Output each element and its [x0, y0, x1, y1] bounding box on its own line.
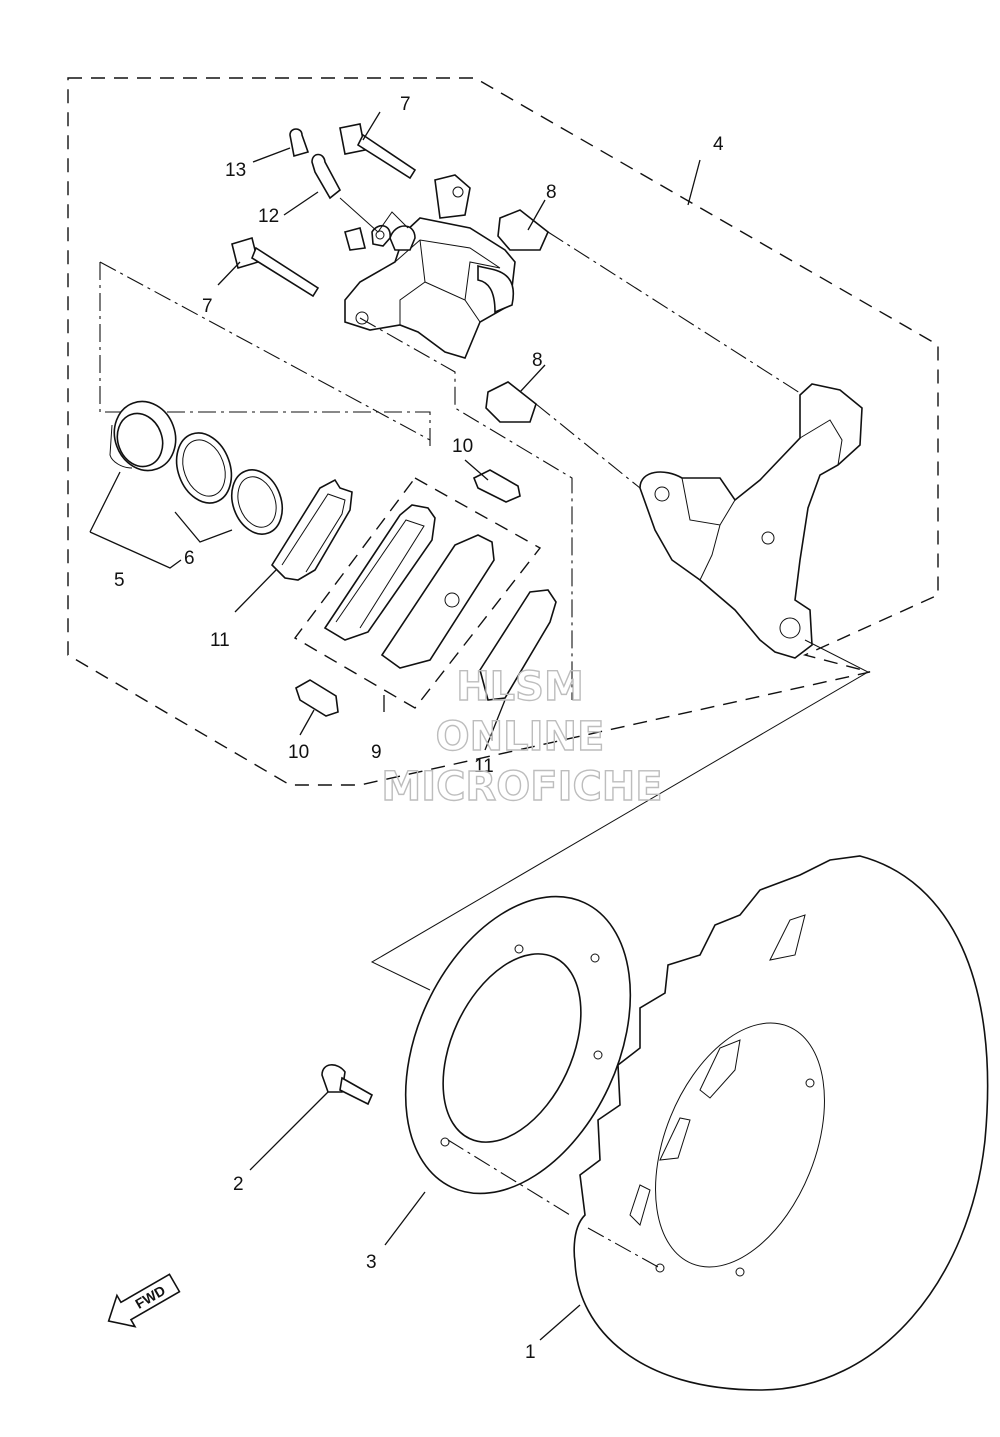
callout-8-upper: 8 [546, 182, 557, 203]
cap-13 [289, 128, 310, 158]
callout-7-lower: 7 [202, 296, 213, 317]
disc-1 [573, 855, 989, 1391]
callout-11-left: 11 [210, 630, 230, 651]
pad-9-a [323, 504, 436, 641]
shim-11-right [479, 589, 557, 701]
clip-10-upper [472, 469, 521, 503]
bleed-screw-12 [311, 153, 342, 200]
callout-10-upper: 10 [452, 436, 473, 457]
shim-11-left [270, 478, 353, 581]
bolt-2 [321, 1064, 374, 1106]
watermark-line-2: ONLINE [436, 714, 605, 760]
seal-6-a [175, 432, 233, 504]
clip-10-lower [295, 679, 339, 717]
callout-leaders [89, 111, 701, 1341]
callout-11-right: 11 [474, 756, 494, 777]
pad-9-a-face [335, 519, 425, 629]
piston-5 [109, 400, 177, 472]
bolt-7-upper [339, 123, 417, 180]
pin-8-lower [485, 381, 537, 423]
pad-9-b-hole [444, 592, 460, 608]
callout-5: 5 [114, 570, 125, 591]
pin-8-upper [497, 209, 549, 251]
disc-3 [404, 895, 632, 1195]
assembly-leaders [339, 197, 870, 1269]
callout-2: 2 [233, 1174, 244, 1195]
pad-9-b [380, 534, 495, 669]
callout-1: 1 [525, 1342, 536, 1363]
bolt-7-lower [231, 236, 320, 298]
callout-12: 12 [258, 206, 279, 227]
assembly-boundary [67, 77, 939, 786]
callout-4: 4 [713, 134, 724, 155]
watermark: HLSM ONLINE MICROFICHE [381, 663, 664, 810]
callout-3: 3 [366, 1252, 377, 1273]
seal-6-b-inner [237, 476, 277, 528]
callout-6: 6 [184, 548, 195, 569]
piston-group-bracket [99, 261, 431, 447]
caliper-body [344, 174, 516, 359]
caliper-bracket [639, 383, 863, 659]
watermark-line-1: HLSM [456, 664, 584, 710]
callout-10-lower: 10 [288, 742, 309, 763]
fwd-arrow-icon: FWD [107, 1273, 181, 1328]
shim-11-left-detail [281, 493, 346, 573]
callout-13: 13 [225, 160, 246, 181]
callout-9: 9 [371, 742, 382, 763]
callout-8-lower: 8 [532, 350, 543, 371]
callout-7-upper: 7 [400, 94, 411, 115]
pad-group-boundary [293, 477, 542, 709]
watermark-line-3: MICROFICHE [381, 764, 662, 810]
seal-6-b [230, 469, 284, 535]
seal-6-a-inner [182, 439, 226, 497]
